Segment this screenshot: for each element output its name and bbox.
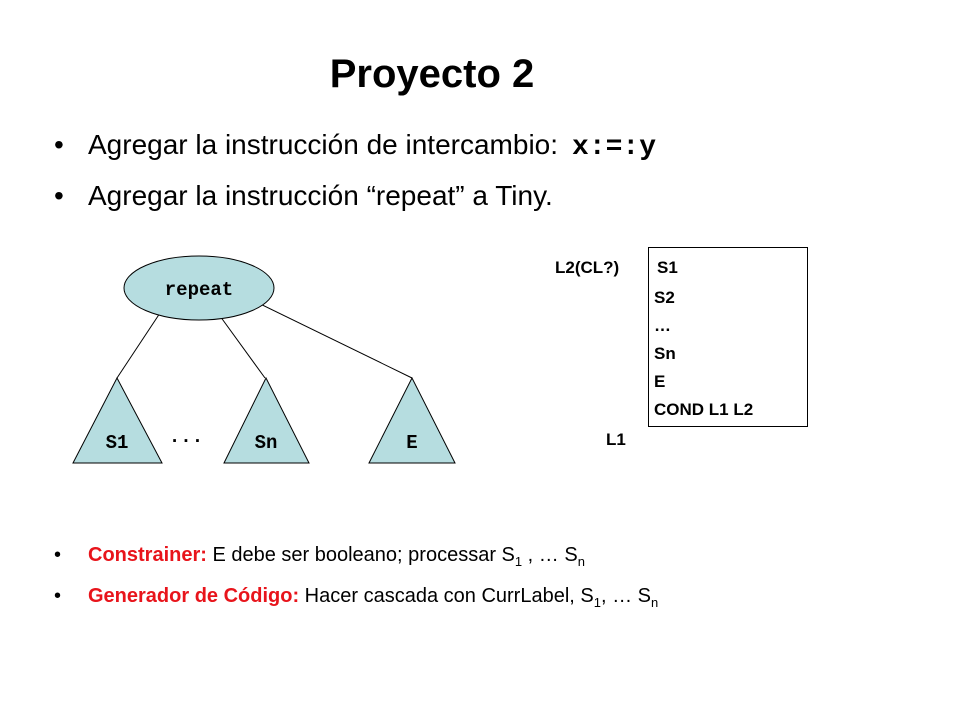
code-line: COND L1 L2 [654, 400, 754, 419]
bullet-dot-icon: • [54, 129, 64, 160]
bottom-bullet-list: • Constrainer: E debe ser booleano; proc… [54, 542, 658, 624]
code-line: S1 [657, 258, 678, 277]
edge-root-s1 [116, 309, 163, 379]
slide-title: Proyecto 2 [329, 52, 535, 96]
swap-code: x:=:y [572, 132, 657, 163]
code-generator-heading: Generador de Código: [88, 585, 300, 607]
sn-subtree [223, 376, 310, 464]
code-line: Sn [654, 344, 676, 363]
bullet-constrainer: • Constrainer: E debe ser booleano; proc… [54, 542, 658, 575]
bullet-swap-instruction: • Agregar la instrucción de intercambio:… [54, 128, 656, 165]
code-line: E [654, 372, 666, 391]
s1-subtree [72, 376, 163, 464]
constrainer-heading: Constrainer: [88, 544, 207, 566]
bullet-text: Agregar la instrucción “repeat” a Tiny. [88, 180, 553, 211]
e-subtree [368, 376, 456, 464]
code-generator-text: Hacer cascada con CurrLabel, S [299, 585, 594, 607]
label-l2: L2(CL?) [555, 258, 620, 277]
subscript: 1 [593, 595, 601, 610]
subscript: 1 [514, 554, 523, 569]
bullet-text: Agregar la instrucción de intercambio: [88, 129, 559, 160]
sn-subtree-label: Sn [255, 432, 278, 454]
bullet-repeat-instruction: • Agregar la instrucción “repeat” a Tiny… [54, 179, 656, 213]
top-bullet-list: • Agregar la instrucción de intercambio:… [54, 128, 656, 227]
bullet-dot-icon: • [54, 180, 64, 211]
constrainer-text: E debe ser booleano; processar S [206, 544, 515, 566]
code-line: S2 [654, 288, 675, 307]
repeat-node [123, 255, 275, 321]
repeat-node-label: repeat [165, 279, 233, 301]
edge-root-e [247, 297, 413, 379]
ellipsis-label: ... [169, 426, 203, 448]
subscript: n [650, 595, 659, 610]
e-subtree-label: E [406, 432, 417, 454]
s1-subtree-label: S1 [106, 432, 129, 454]
bullet-dot-icon: • [54, 585, 62, 607]
edge-root-sn [219, 315, 266, 379]
code-generator-text-mid: , … S [600, 585, 651, 607]
constrainer-text-mid: , … S [522, 544, 578, 566]
code-block-box [648, 247, 808, 427]
code-line: … [654, 316, 671, 335]
bullet-code-generator: • Generador de Código: Hacer cascada con… [54, 583, 658, 616]
bullet-dot-icon: • [54, 544, 62, 566]
label-l1: L1 [606, 430, 626, 449]
subscript: n [577, 554, 585, 569]
